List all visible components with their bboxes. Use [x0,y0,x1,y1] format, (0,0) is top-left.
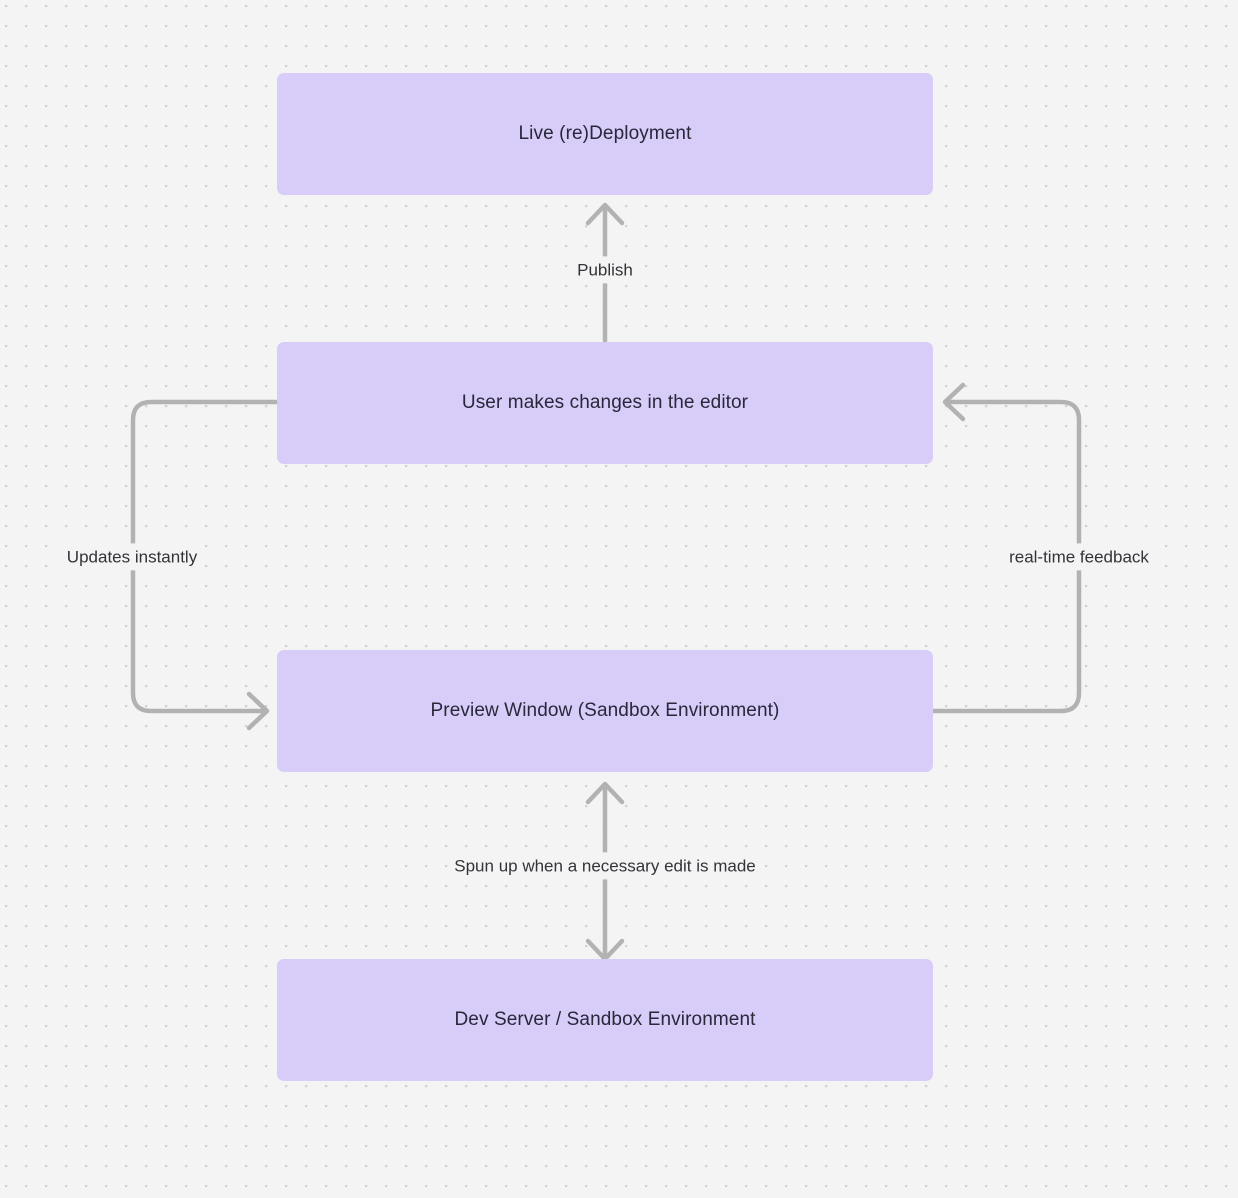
node-label: Dev Server / Sandbox Environment [454,1008,756,1030]
edge-label-real-time-feedback: real-time feedback [1003,543,1155,571]
node-label: User makes changes in the editor [461,391,749,413]
node-user-edits[interactable]: User makes changes in the editor [277,342,933,464]
edge-label-publish: Publish [571,256,639,284]
edge-label-spun-up: Spun up when a necessary edit is made [448,852,762,880]
node-dev-server[interactable]: Dev Server / Sandbox Environment [277,959,933,1081]
node-label: Live (re)Deployment [518,122,692,144]
node-live-deployment[interactable]: Live (re)Deployment [277,73,933,195]
node-label: Preview Window (Sandbox Environment) [430,699,780,721]
edge-label-updates-instantly: Updates instantly [60,543,204,571]
node-preview-window[interactable]: Preview Window (Sandbox Environment) [277,650,933,772]
